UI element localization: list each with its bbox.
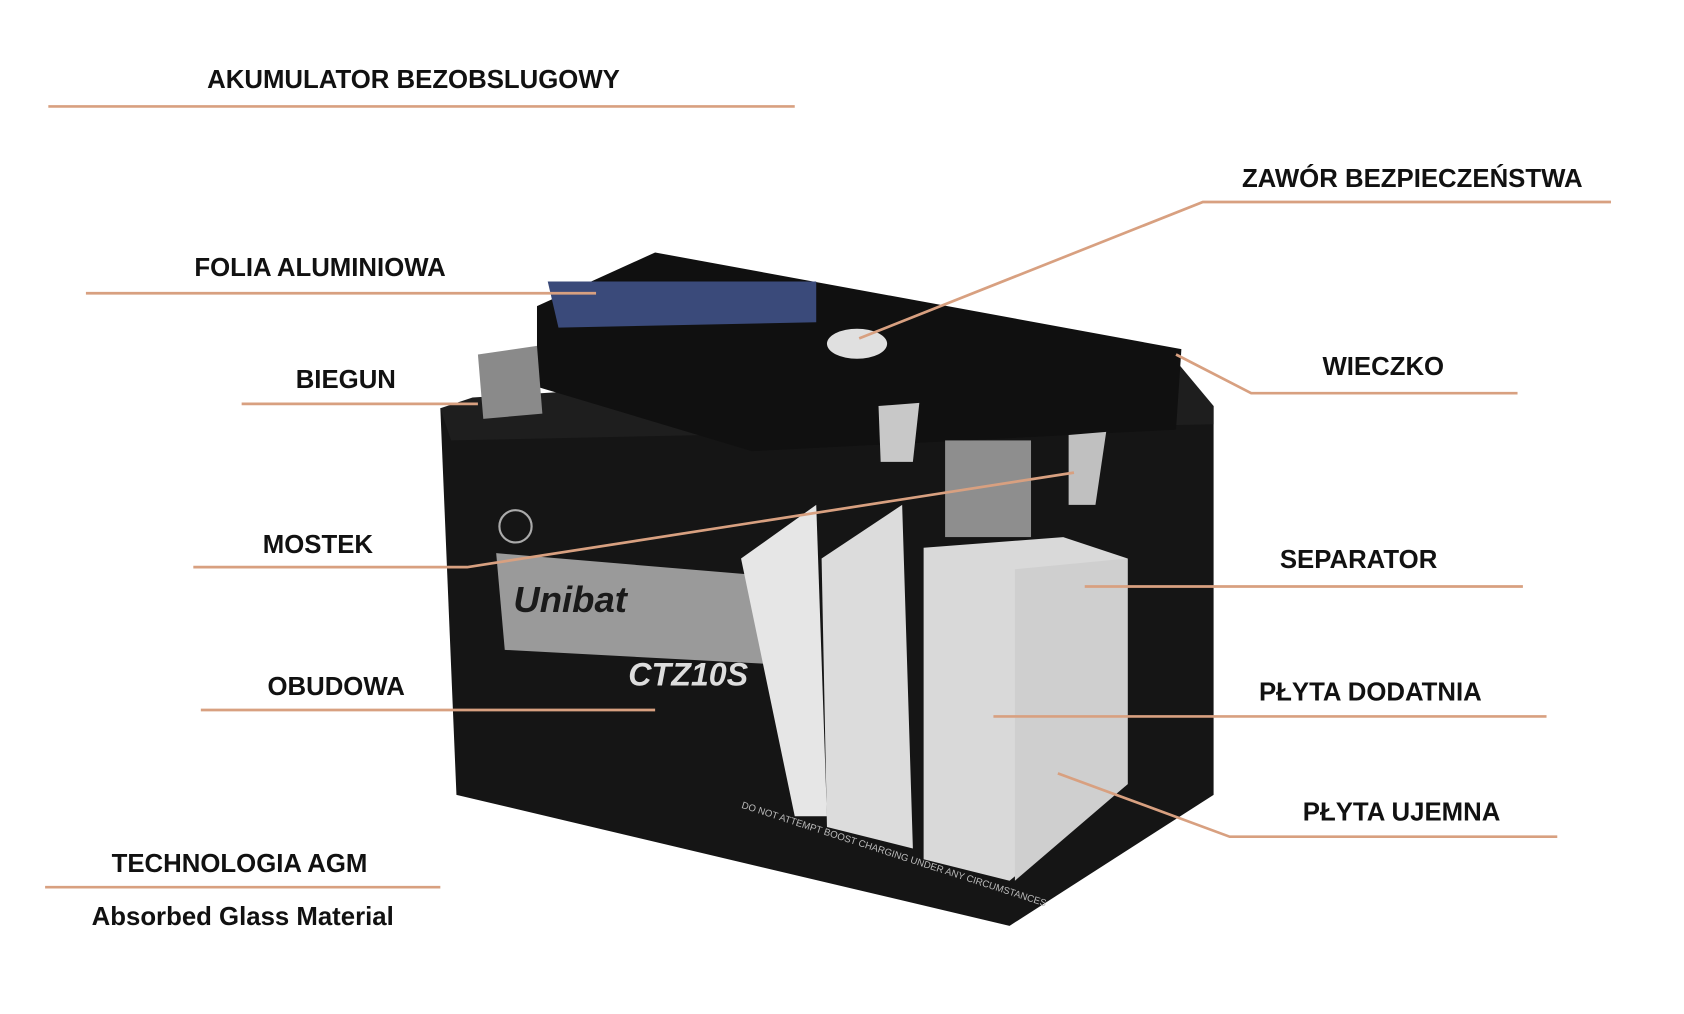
label-mostek: MOSTEK [263, 531, 374, 559]
label-obudowa: OBUDOWA [267, 673, 404, 701]
label-absorbed-glass-material: Absorbed Glass Material [92, 903, 394, 931]
leader-lines [45, 105, 1611, 889]
terminal-icon [477, 345, 543, 419]
valve-icon [826, 328, 888, 359]
diagram-title: AKUMULATOR BEZOBSLUGOWY [207, 66, 620, 94]
label-wieczko: WIECZKO [1322, 353, 1444, 381]
label-separator: SEPARATOR [1280, 546, 1438, 574]
label-plyta-dodatnia: PŁYTA DODATNIA [1259, 678, 1482, 706]
label-folia-aluminiowa: FOLIA ALUMINIOWA [194, 254, 445, 282]
label-technologia-agm: TECHNOLOGIA AGM [112, 850, 368, 878]
label-plyta-ujemna: PŁYTA UJEMNA [1303, 799, 1501, 827]
plus-symbol-icon [498, 509, 533, 544]
battery-illustration: Unibat CTZ10S [440, 252, 1214, 926]
label-zawor-bezpieczenstwa: ZAWÓR BEZPIECZEŃSTWA [1242, 163, 1583, 193]
model-label: CTZ10S [628, 656, 748, 692]
brand-logo: Unibat [513, 579, 628, 620]
label-biegun: BIEGUN [296, 366, 396, 394]
